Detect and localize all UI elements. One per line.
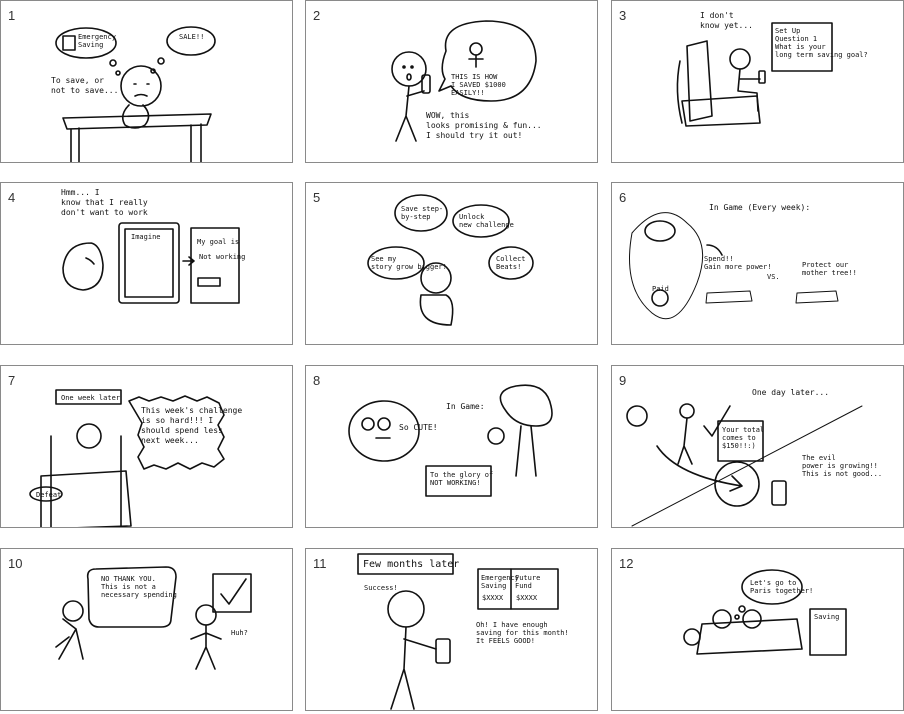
panel-3: 3 I don't know yet... Set Up Question 1 … bbox=[611, 0, 904, 163]
panel-number: 3 bbox=[619, 8, 627, 23]
panel-number: 12 bbox=[619, 556, 634, 571]
panel-2-drawing bbox=[391, 20, 537, 142]
defeat-badge: Defeat bbox=[36, 491, 62, 499]
panel-number: 7 bbox=[8, 373, 16, 388]
paris-bubble: Let's go to Paris together! bbox=[750, 579, 814, 595]
bubble-story: See my story grow bigger! bbox=[371, 255, 447, 271]
panel-9-drawing bbox=[626, 403, 863, 527]
time-title: One day later... bbox=[752, 388, 830, 397]
panel-number: 4 bbox=[8, 190, 16, 205]
screen-imagine: Imagine bbox=[131, 233, 161, 241]
vs-text: VS. bbox=[767, 273, 780, 281]
glory-box: To the glory of NOT WORKING! bbox=[430, 471, 494, 487]
total-screen: Your total comes to $150!!:) bbox=[722, 426, 765, 450]
panel-12: 12 Let's go to Paris together! Saving bbox=[611, 548, 904, 711]
panel-number: 2 bbox=[313, 8, 321, 23]
panel-1-drawing bbox=[55, 26, 216, 162]
saving-frame: Saving bbox=[814, 613, 840, 621]
panel-number: 11 bbox=[313, 556, 327, 571]
future-label: Future Fund bbox=[515, 574, 541, 590]
panel-10: 10 NO THANK YOU. This is not a necessary… bbox=[0, 548, 293, 711]
panel-6-drawing bbox=[629, 212, 839, 320]
panel-7: 7 One week later This week's challenge i… bbox=[0, 365, 293, 528]
panel-number: 10 bbox=[8, 556, 23, 571]
game-title: In Game (Every week): bbox=[709, 203, 811, 212]
future-value: $XXXX bbox=[516, 594, 538, 602]
emergency-label: Emergency Saving bbox=[481, 574, 519, 590]
panel-4: 4 Hmm... I know that I really don't want… bbox=[0, 182, 293, 345]
panel-8: 8 So CUTE! In Game: To the glory of NOT … bbox=[305, 365, 598, 528]
spend-text: Spend!! Gain more power! bbox=[704, 255, 772, 271]
panel-2: 2 THIS IS HOW I SAVED $1000 EASILY!! WOW… bbox=[305, 0, 598, 163]
paid-text: Paid bbox=[652, 285, 669, 293]
panel-12-drawing bbox=[683, 569, 847, 656]
caption: WOW, this looks promising & fun... I sho… bbox=[426, 111, 542, 140]
game-title: In Game: bbox=[446, 402, 485, 411]
panel-1: 1 Emergency Saving SALE!! To save, or no… bbox=[0, 0, 293, 163]
caption: Oh! I have enough saving for this month!… bbox=[476, 621, 569, 645]
protect-text: Protect our mother tree!! bbox=[802, 261, 857, 277]
time-tag: Few months later bbox=[363, 559, 460, 570]
thought: Hmm... I know that I really don't want t… bbox=[61, 188, 148, 217]
panel-10-drawing bbox=[55, 566, 252, 670]
panel-5: 5 Save step- by-step Unlock new challeng… bbox=[305, 182, 598, 345]
panel-number: 1 bbox=[8, 8, 16, 23]
panel-11: 11 Few months later Success! Emergency S… bbox=[305, 548, 598, 711]
refusal-bubble: NO THANK YOU. This is not a necessary sp… bbox=[101, 575, 177, 599]
panel-number: 8 bbox=[313, 373, 321, 388]
thought-savings: Emergency Saving bbox=[78, 33, 116, 49]
panel-8-drawing bbox=[348, 384, 553, 497]
evil-caption: The evil power is growing!! This is not … bbox=[802, 454, 883, 478]
panel-6: 6 In Game (Every week): Spend!! Gain mor… bbox=[611, 182, 904, 345]
huh-text: Huh? bbox=[231, 629, 248, 637]
time-tag: One week later bbox=[61, 394, 121, 402]
emergency-value: $XXXX bbox=[482, 594, 504, 602]
thought-sale: SALE!! bbox=[179, 33, 205, 41]
bubble-unlock: Unlock new challenge bbox=[459, 213, 514, 229]
panel-7-drawing bbox=[29, 389, 225, 527]
panel-9: 9 One day later... Your total comes to $… bbox=[611, 365, 904, 528]
bubble-step: Save step- by-step bbox=[401, 205, 444, 221]
success-text: Success! bbox=[364, 584, 398, 592]
bubble-beats: Collect Beats! bbox=[496, 255, 526, 271]
cute-bubble: So CUTE! bbox=[399, 423, 438, 432]
panel-number: 5 bbox=[313, 190, 321, 205]
speech: This week's challenge is so hard!!! I sh… bbox=[141, 406, 243, 445]
screen-goal-answer: Not working bbox=[199, 253, 246, 261]
caption: To save, or not to save... bbox=[51, 76, 119, 95]
phone-text: THIS IS HOW I SAVED $1000 EASILY!! bbox=[451, 73, 506, 97]
panel-4-drawing bbox=[62, 222, 240, 304]
panel-5-drawing bbox=[367, 194, 534, 326]
panel-3-drawing bbox=[676, 22, 833, 127]
panel-number: 6 bbox=[619, 190, 627, 205]
panel-11-drawing bbox=[357, 553, 559, 710]
setup-screen: Set Up Question 1 What is your long term… bbox=[775, 27, 868, 59]
panel-number: 9 bbox=[619, 373, 627, 388]
speech: I don't know yet... bbox=[700, 11, 753, 30]
screen-goal: My goal is bbox=[197, 238, 240, 246]
